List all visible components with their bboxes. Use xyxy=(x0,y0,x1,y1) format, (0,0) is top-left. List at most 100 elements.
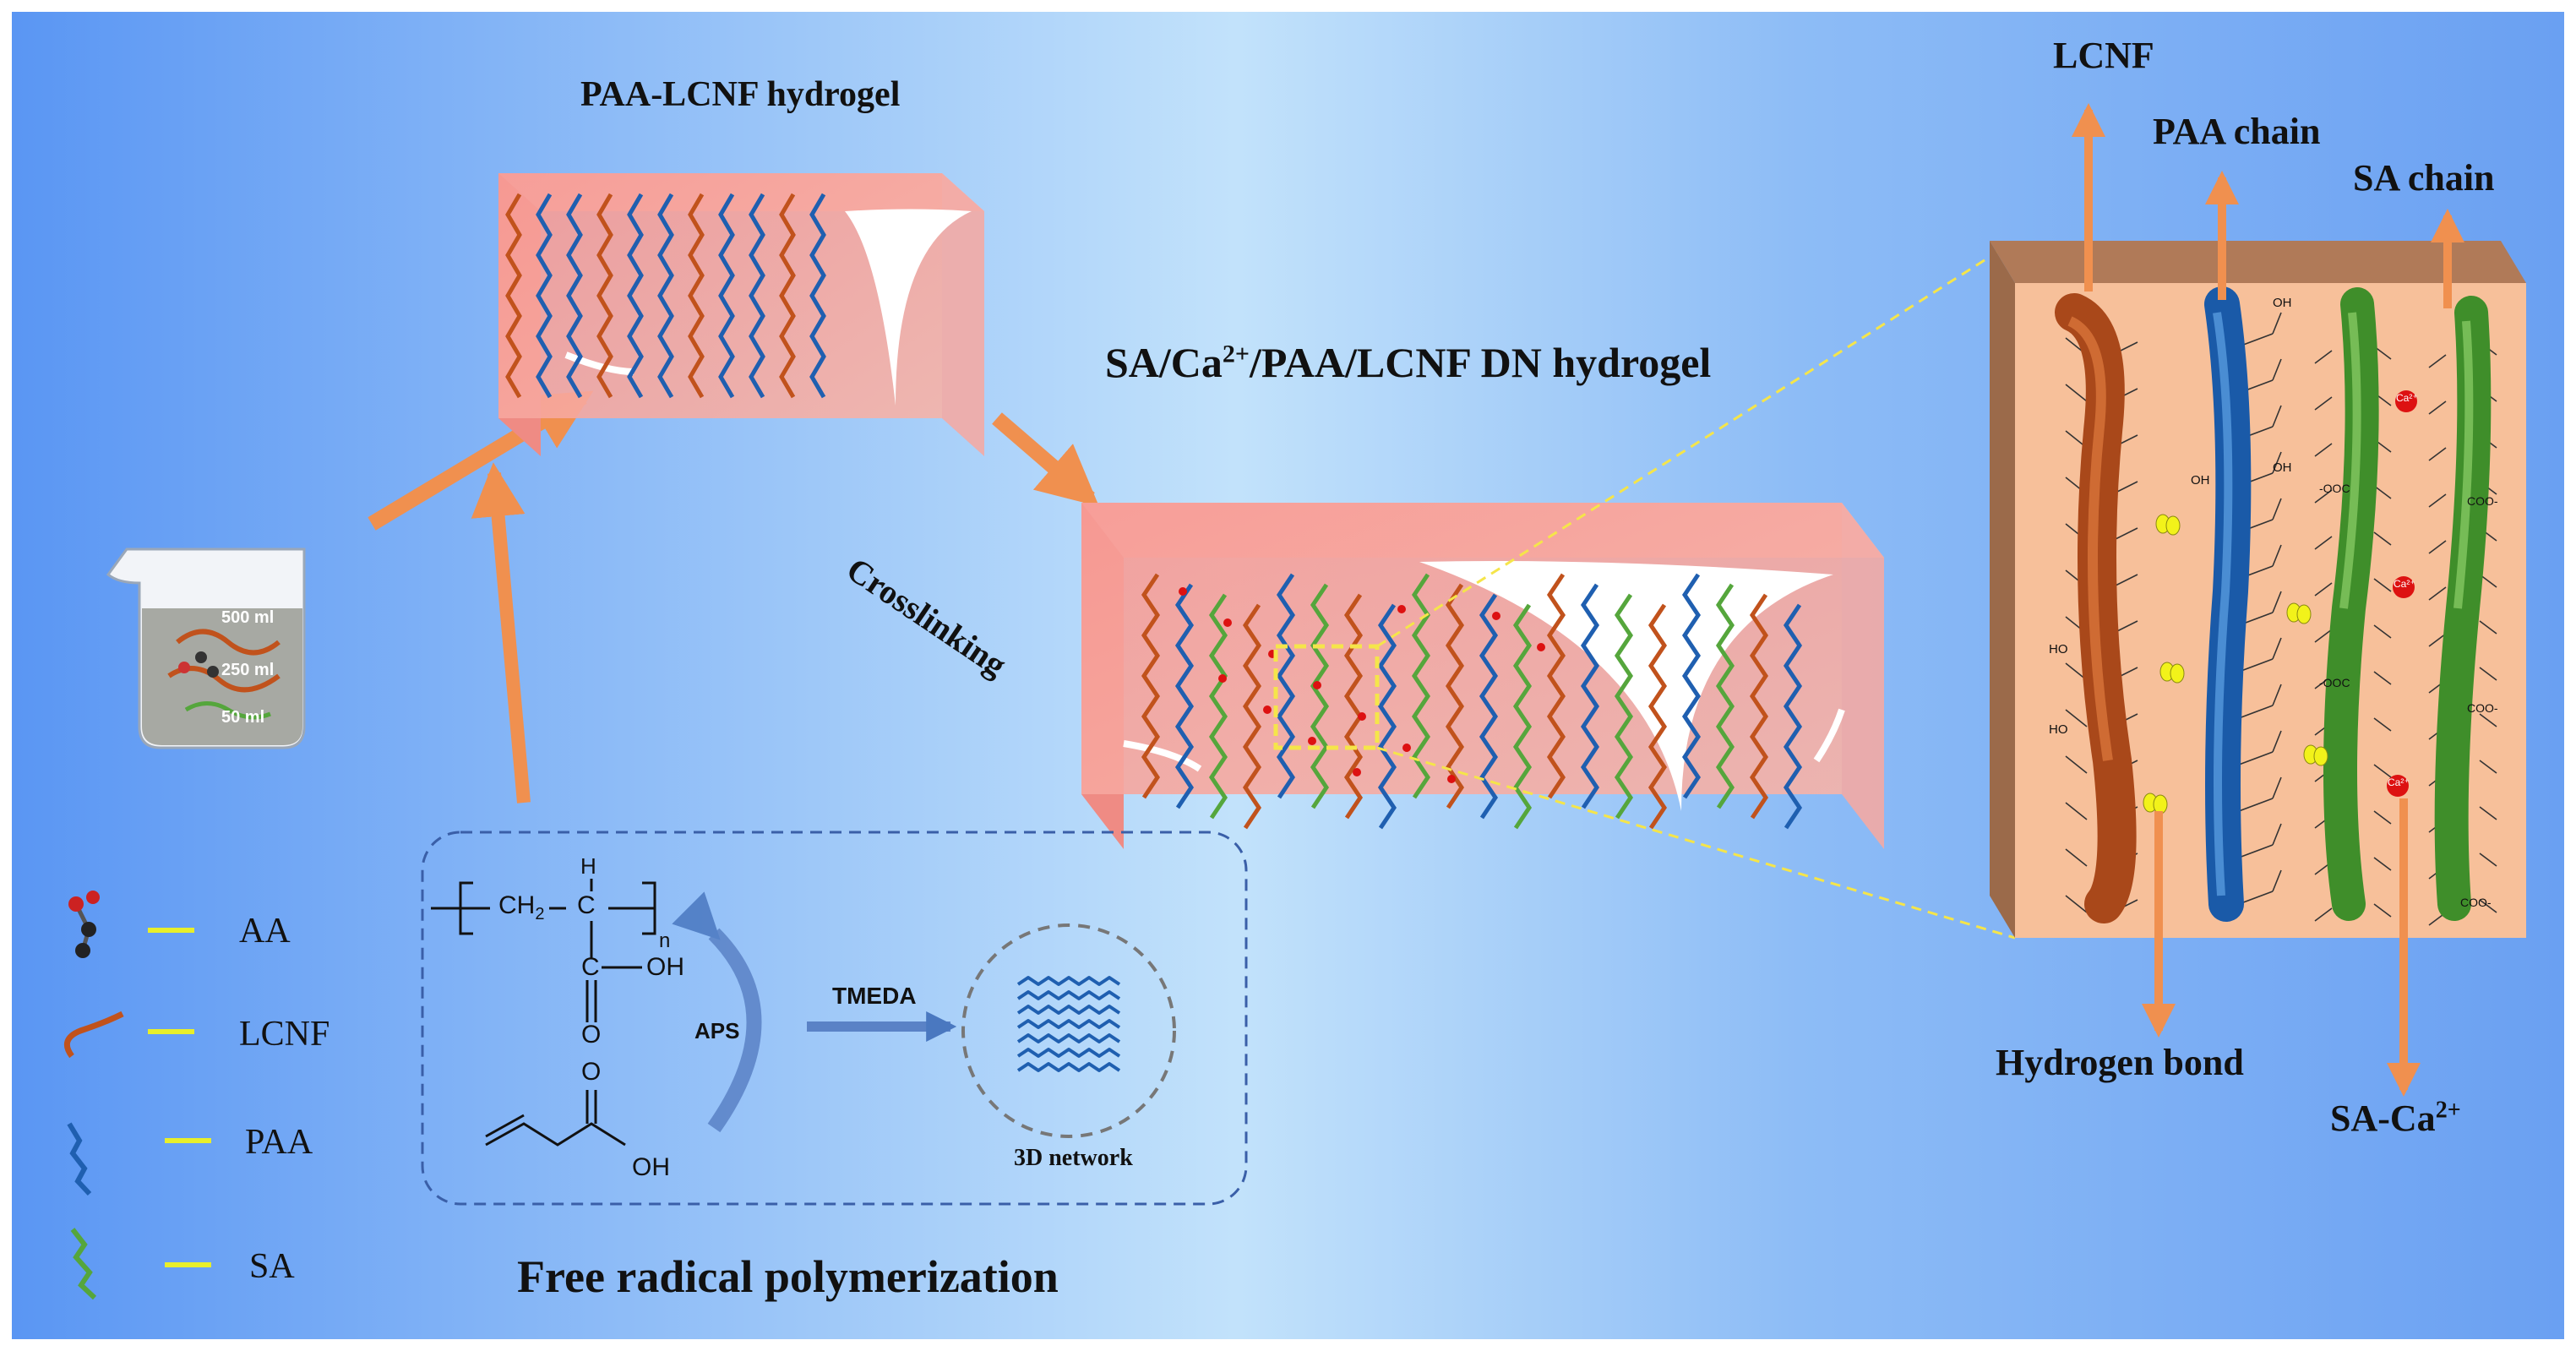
polymer-strand xyxy=(627,193,644,399)
polymer-strand xyxy=(1016,1033,1121,1043)
chemical-bond xyxy=(2065,709,2088,727)
chemical-bond xyxy=(2428,447,2447,461)
crosslink-dot xyxy=(1447,775,1456,783)
chemical-bond xyxy=(2428,400,2447,415)
chemical-bond xyxy=(2373,624,2392,639)
polymer-strand xyxy=(1310,583,1330,809)
chemical-bond xyxy=(2272,405,2282,428)
polymer-strand xyxy=(1016,976,1121,986)
chemical-bond xyxy=(2314,907,2333,922)
polymer-strand xyxy=(718,193,735,399)
chemical-bond xyxy=(2428,633,2447,647)
lcnf-fiber-icon xyxy=(63,1011,124,1059)
aps-curved-arrow xyxy=(672,891,762,1133)
ca-ion-label-3: Ca²⁺ xyxy=(2388,776,2410,788)
chemical-bond xyxy=(2238,705,2274,719)
crosslink-dot xyxy=(1402,744,1411,752)
crosslink-dot xyxy=(1218,674,1227,683)
polymer-strand xyxy=(566,193,583,399)
chemical-bond xyxy=(2314,443,2333,457)
zoom-ho-1: HO xyxy=(2049,642,2068,656)
3d-network-label: 3D network xyxy=(1014,1145,1133,1171)
zoom-label-paa-chain: PAA chain xyxy=(2153,111,2321,152)
acrylic-acid-monomer-structure xyxy=(485,1090,626,1147)
polymer-strand xyxy=(1681,573,1702,799)
chemical-bond xyxy=(2314,536,2333,550)
polymer-strand xyxy=(1343,593,1364,820)
chemical-bond xyxy=(2373,578,2392,592)
ca-ion-label-2: Ca²⁺ xyxy=(2394,578,2415,590)
zoom-label-sa-ca: SA-Ca2+ xyxy=(2330,1097,2461,1139)
polymer-strand xyxy=(1783,603,1803,830)
zoom-selection-box xyxy=(1273,644,1380,750)
crosslink-dot xyxy=(1537,643,1545,651)
crosslink-dot xyxy=(1353,768,1361,776)
chemical-bond xyxy=(2373,857,2392,871)
chemical-bond xyxy=(2272,358,2282,381)
polymer-strand xyxy=(1512,603,1533,830)
paa-rod-icon xyxy=(2204,286,2252,922)
beaker-icon xyxy=(106,547,306,749)
chemical-bond xyxy=(2314,489,2333,504)
monomer-oxygen: O xyxy=(581,1058,602,1086)
polymer-strand xyxy=(536,193,553,399)
chemical-bond xyxy=(2479,899,2497,913)
paa-chain-icon xyxy=(67,1122,92,1196)
paa-repeat-unit-structure xyxy=(431,879,656,1022)
chemical-bond xyxy=(2479,713,2497,727)
lcnf-rod-icon xyxy=(2055,293,2137,923)
chemical-bond xyxy=(2428,493,2447,508)
zoom-coo-2: COO- xyxy=(2467,701,2498,715)
polymerization-dashed-box xyxy=(421,831,1248,1206)
chemical-bond xyxy=(2238,658,2274,673)
chemical-bond xyxy=(2479,853,2497,867)
chemical-bond xyxy=(2272,591,2282,613)
zoom-label-sa-chain: SA chain xyxy=(2353,157,2495,199)
polymer-strand xyxy=(505,193,522,399)
zoom-line-bottom xyxy=(1376,746,2016,940)
sa-rod-icon-1 xyxy=(2323,287,2379,921)
beaker-mark-500: 500 ml xyxy=(221,608,275,627)
legend-label-lcnf: LCNF xyxy=(239,1015,330,1054)
polymer-strand xyxy=(1614,593,1634,820)
chemical-bond xyxy=(2238,844,2274,858)
zoom-oh-2: OH xyxy=(2273,460,2292,475)
chemical-bond xyxy=(2065,802,2088,820)
crosslink-dot xyxy=(1179,587,1187,596)
chemical-bond xyxy=(2314,350,2333,364)
chemical-bond xyxy=(2272,684,2282,706)
polymer-strand xyxy=(1276,573,1296,799)
polymer-strand xyxy=(809,193,826,399)
chemical-bond xyxy=(2373,903,2392,918)
polymer-strand xyxy=(1174,583,1195,809)
zoom-ho-2: HO xyxy=(2049,722,2068,737)
chemical-bond xyxy=(2314,629,2333,643)
polymer-strand xyxy=(1546,573,1566,799)
zoom-oh-1: OH xyxy=(2191,473,2210,488)
polymer-strand xyxy=(1016,1005,1121,1015)
legend-icons xyxy=(63,891,211,1300)
crosslink-dot xyxy=(1308,737,1316,745)
chemical-bond xyxy=(2428,586,2447,601)
chemical-bond xyxy=(2272,312,2282,335)
polymer-strand xyxy=(1208,593,1228,820)
zoom-line-top xyxy=(1376,239,2016,648)
zoom-coo-3: COO- xyxy=(2460,896,2492,909)
polymer-strand xyxy=(657,193,674,399)
chemical-bond xyxy=(2272,451,2282,474)
ca-ion-markers xyxy=(2387,390,2417,797)
crosslink-dot xyxy=(1397,605,1406,613)
beaker-mark-50: 50 ml xyxy=(221,708,265,727)
chemical-bond xyxy=(2238,751,2274,765)
monomer-oh: OH xyxy=(632,1153,670,1181)
chemical-bond xyxy=(2428,540,2447,554)
crosslink-dot xyxy=(1358,712,1366,721)
chemical-bond xyxy=(2373,671,2392,685)
polymer-strand xyxy=(1016,990,1121,1000)
chemical-bond xyxy=(2272,823,2282,846)
chemical-bond xyxy=(2065,895,2088,913)
chemical-bond xyxy=(2479,760,2497,774)
polymer-strand xyxy=(1479,593,1499,820)
carbonyl-oxygen: O xyxy=(581,1021,602,1049)
